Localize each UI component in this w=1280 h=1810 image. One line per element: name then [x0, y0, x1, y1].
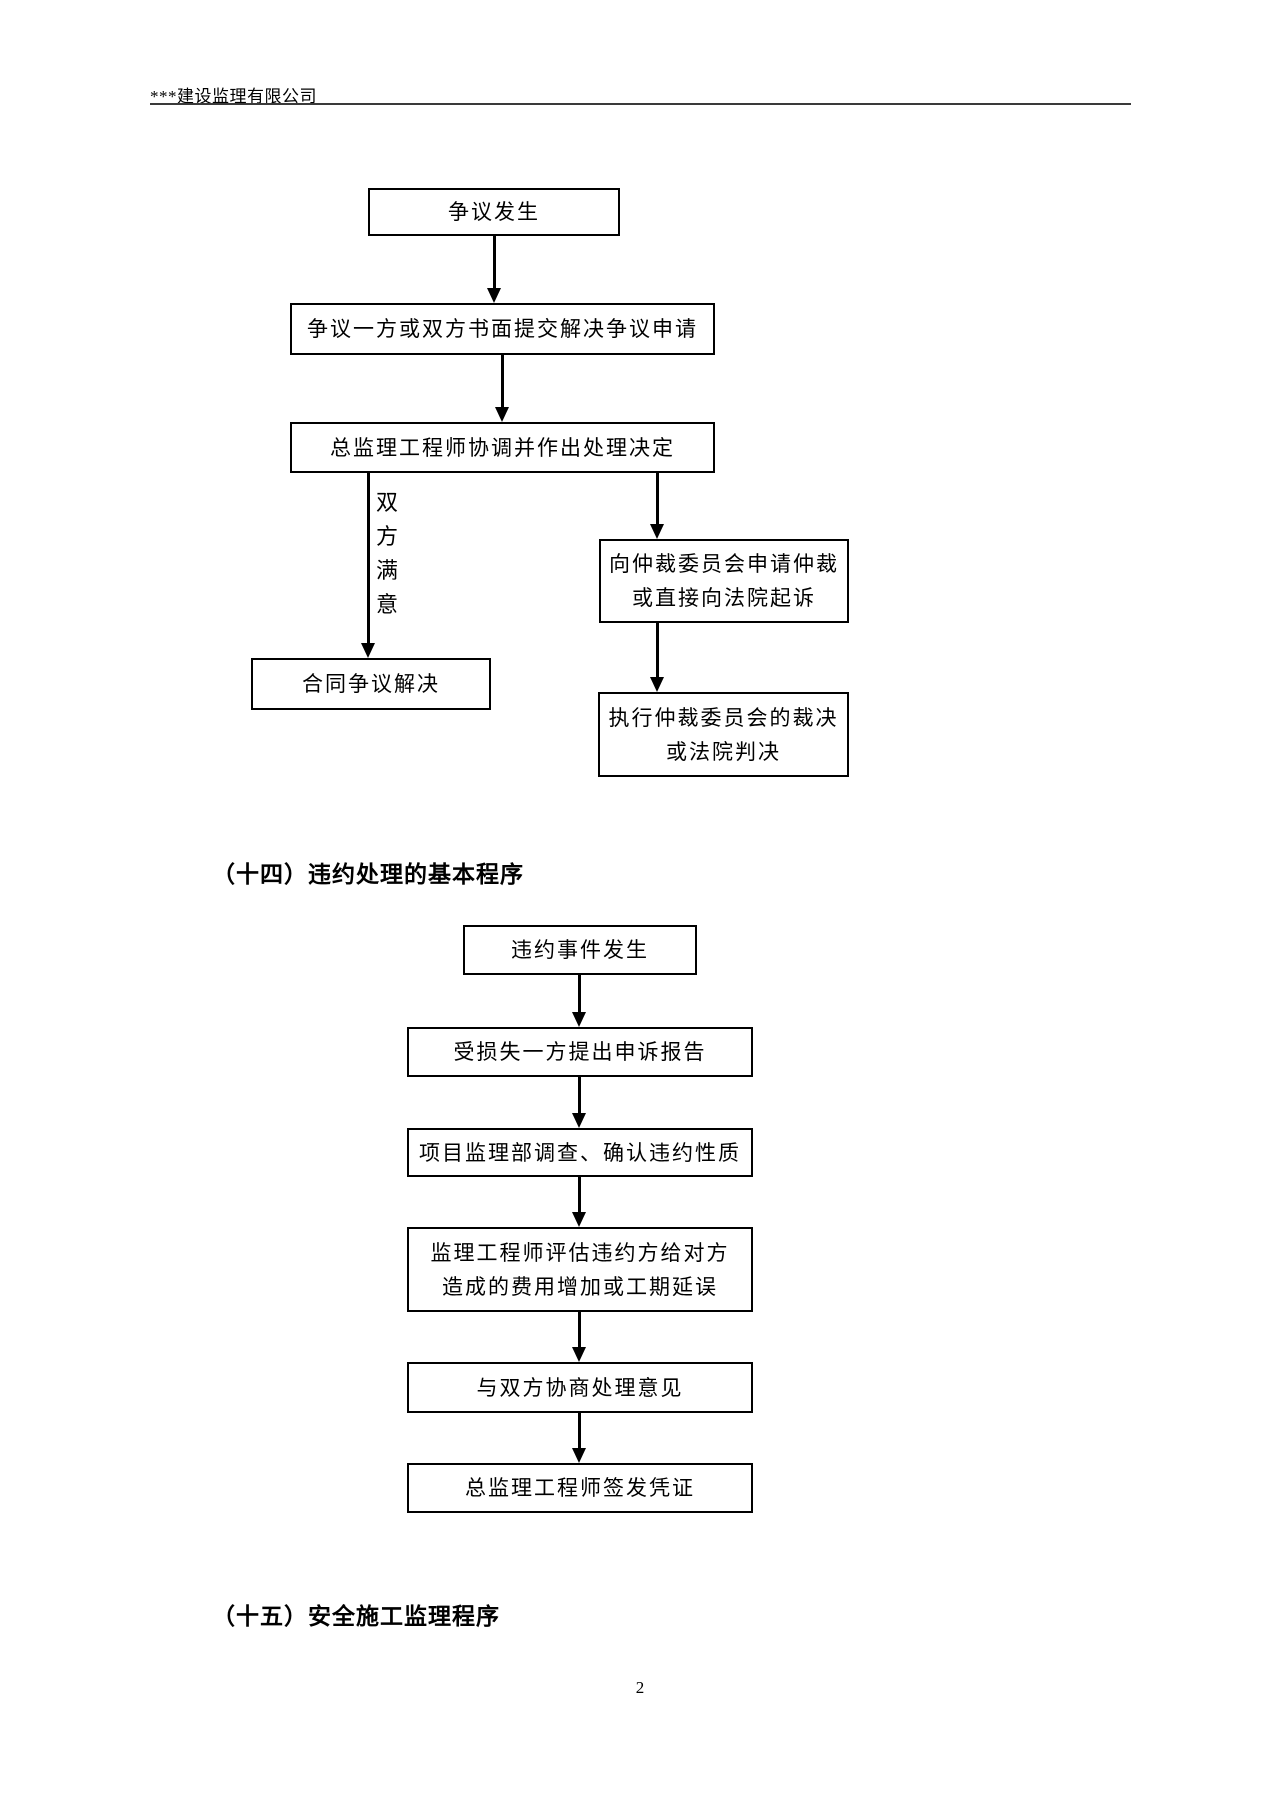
arrow-down-icon	[495, 355, 509, 422]
node-dispute-resolved: 合同争议解决	[251, 658, 491, 710]
node-label: 违约事件发生	[511, 938, 649, 962]
page-number: 2	[635, 1678, 645, 1697]
node-negotiate-opinion: 与双方协商处理意见	[407, 1362, 753, 1413]
node-dispute-occurs: 争议发生	[368, 188, 620, 236]
node-execute-ruling: 执行仲裁委员会的裁决 或法院判决	[598, 692, 849, 777]
node-chief-engineer-decision: 总监理工程师协调并作出处理决定	[290, 422, 715, 473]
node-label: 受损失一方提出申诉报告	[453, 1040, 707, 1064]
node-label: 争议发生	[448, 200, 540, 224]
arrow-down-icon	[487, 236, 501, 303]
arrow-down-icon	[572, 1077, 586, 1128]
node-label-line1: 执行仲裁委员会的裁决	[608, 705, 839, 730]
node-breach-event: 违约事件发生	[463, 925, 697, 975]
arrow-down-icon	[572, 975, 586, 1027]
node-label-line2: 造成的费用增加或工期延误	[442, 1274, 718, 1299]
header-company-name: ***建设监理有限公司	[150, 87, 317, 106]
node-label: 与双方协商处理意见	[476, 1375, 684, 1400]
arrow-down-icon	[361, 473, 375, 658]
node-investigate-confirm: 项目监理部调查、确认违约性质	[407, 1128, 753, 1177]
arrow-down-icon	[572, 1177, 586, 1227]
node-label: 总监理工程师签发凭证	[465, 1476, 695, 1500]
node-submit-application: 争议一方或双方书面提交解决争议申请	[290, 303, 715, 355]
node-evaluate-cost-delay: 监理工程师评估违约方给对方 造成的费用增加或工期延误	[407, 1227, 753, 1312]
node-apply-arbitration: 向仲裁委员会申请仲裁 或直接向法院起诉	[599, 539, 849, 623]
node-label: 总监理工程师协调并作出处理决定	[330, 435, 675, 460]
node-label-line1: 监理工程师评估违约方给对方	[430, 1240, 730, 1265]
arrow-down-icon	[650, 623, 664, 692]
arrow-down-icon	[572, 1413, 586, 1463]
header-rule	[150, 103, 1131, 105]
section-title-14: （十四）违约处理的基本程序	[212, 862, 524, 887]
arrow-down-icon	[572, 1312, 586, 1362]
arrow-down-icon	[650, 473, 664, 539]
node-label-line2: 或法院判决	[666, 739, 781, 764]
section-title-15: （十五）安全施工监理程序	[212, 1604, 500, 1629]
node-claim-report: 受损失一方提出申诉报告	[407, 1027, 753, 1077]
node-label: 合同争议解决	[302, 672, 440, 696]
node-label: 项目监理部调查、确认违约性质	[419, 1140, 741, 1165]
node-issue-certificate: 总监理工程师签发凭证	[407, 1463, 753, 1513]
node-label-line2: 或直接向法院起诉	[632, 586, 816, 610]
node-label-line1: 向仲裁委员会申请仲裁	[609, 552, 839, 576]
node-label: 争议一方或双方书面提交解决争议申请	[307, 317, 698, 341]
branch-label-both-satisfied: 双方满意	[375, 490, 398, 617]
